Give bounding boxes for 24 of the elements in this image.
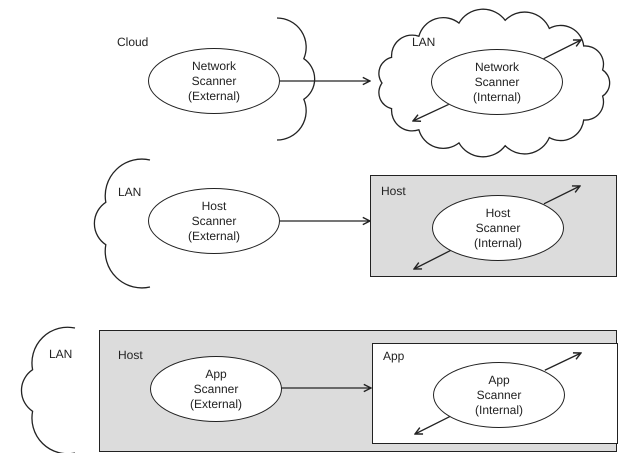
zone-label: Host <box>118 348 143 362</box>
host-panel <box>370 175 617 277</box>
zone-label: App <box>383 349 404 363</box>
zone-label: LAN <box>412 35 436 49</box>
scanner-label: App Scanner (External) <box>190 366 242 412</box>
arrow <box>544 352 582 371</box>
arrow <box>281 384 372 392</box>
scanner-label: Network Scanner (External) <box>188 58 240 104</box>
arrow <box>413 250 451 270</box>
scanner-label: Network Scanner (Internal) <box>472 60 521 104</box>
arrow <box>544 185 581 204</box>
zone-label: LAN <box>49 347 72 361</box>
app-panel <box>372 343 618 444</box>
scanner-label: Host Scanner (External) <box>188 198 240 244</box>
scanner-label: Host Scanner (Internal) <box>474 206 522 250</box>
zone-label: LAN <box>118 185 142 199</box>
arrow <box>414 416 451 435</box>
arrow <box>412 104 449 122</box>
host-panel <box>99 330 617 452</box>
zone-label: Host <box>381 184 406 198</box>
scanner-label: App Scanner (Internal) <box>474 372 523 418</box>
arrow <box>280 216 371 226</box>
arrow <box>280 76 371 86</box>
zone-label: Cloud <box>117 35 148 49</box>
